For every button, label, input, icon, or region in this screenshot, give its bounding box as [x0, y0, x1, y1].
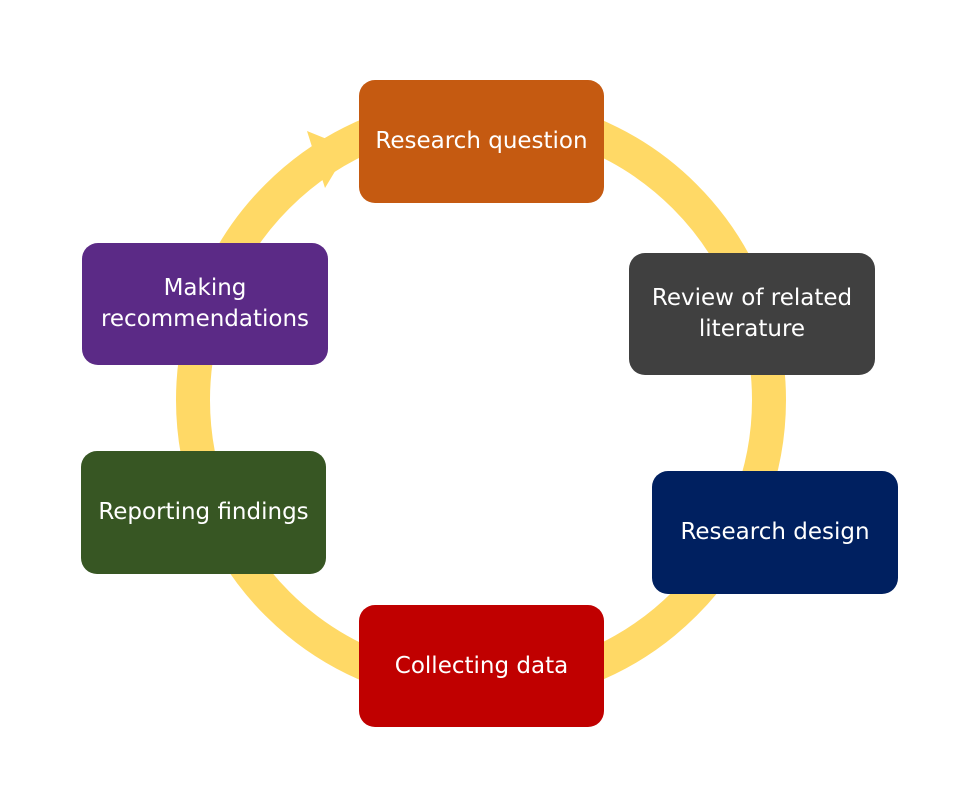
step-research-design: Research design	[652, 471, 898, 594]
step-label: Research question	[375, 128, 588, 154]
step-label: Making recommendations	[100, 275, 310, 332]
step-label: Review of related literature	[651, 285, 853, 342]
step-collecting-data: Collecting data	[359, 605, 604, 727]
step-making-recommendations: Making recommendations	[82, 243, 328, 365]
step-research-question: Research question	[359, 80, 604, 203]
step-reporting-findings: Reporting findings	[81, 451, 326, 574]
step-review-of-related-literature: Review of related literature	[629, 253, 875, 375]
step-label: Reporting findings	[98, 499, 309, 525]
step-label: Research design	[680, 519, 870, 545]
step-label: Collecting data	[394, 652, 569, 679]
cycle-arrowhead	[307, 131, 349, 188]
